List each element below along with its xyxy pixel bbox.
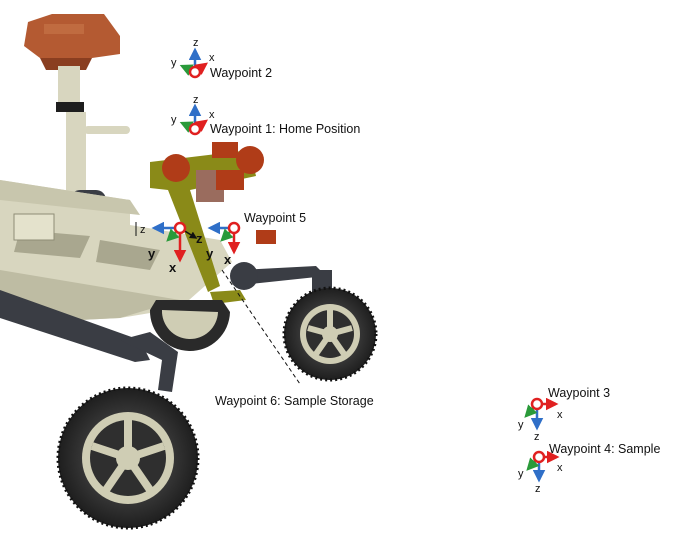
waypoint-6-label: Waypoint 6: Sample Storage — [215, 394, 374, 408]
waypoint-3-axis-x: x — [557, 409, 563, 421]
waypoint-1-label: Waypoint 1: Home Position — [210, 122, 361, 136]
waypoint-1-frame: z x y — [171, 94, 215, 136]
rover-model — [0, 14, 378, 530]
waypoint-4-axis-z: z — [535, 483, 541, 495]
waypoint-2-axis-y: y — [171, 57, 177, 69]
waypoint-3-axis-y: y — [518, 419, 524, 431]
waypoint-5-frame-left: z y x — [135, 221, 198, 275]
waypoint-5-right-axis-z: z — [196, 231, 203, 246]
waypoint-3-axis-z: z — [534, 431, 540, 443]
waypoint-6-leader-line — [221, 269, 301, 385]
waypoint-2-marker — [188, 65, 202, 79]
waypoint-4-label: Waypoint 4: Sample — [549, 442, 661, 456]
rover-suspension — [0, 230, 332, 392]
waypoint-2-frame: z x y — [171, 37, 215, 79]
waypoint-5-left-axis-x: x — [169, 260, 177, 275]
waypoint-5-label: Waypoint 5 — [244, 211, 307, 225]
rover-wheel-front-right — [282, 286, 378, 382]
waypoint-1-marker — [188, 122, 202, 136]
rover-wheel-middle — [149, 300, 230, 352]
waypoint-2-axis-x: x — [209, 52, 215, 64]
waypoint-3-frame: x y z — [518, 397, 563, 443]
rover-robotic-arm — [150, 142, 264, 304]
waypoint-5-marker-left — [173, 221, 187, 235]
waypoint-4-marker — [532, 450, 546, 464]
waypoint-4-frame: x y z — [518, 450, 563, 495]
waypoint-4-axis-x: x — [557, 462, 563, 474]
waypoint-5-right-axis-y: y — [206, 246, 214, 261]
waypoint-5-marker-right — [227, 221, 241, 235]
waypoint-1-axis-x: x — [209, 109, 215, 121]
waypoint-2-label: Waypoint 2 — [210, 66, 273, 80]
waypoint-5-right-axis-x: x — [224, 252, 232, 267]
waypoint-5-left-axis-z: z — [140, 224, 146, 236]
rover-wheel-front-left — [56, 386, 200, 530]
waypoint-5-left-axis-y: y — [148, 246, 156, 261]
waypoint-4-axis-y: y — [518, 468, 524, 480]
waypoint-3-marker — [530, 397, 544, 411]
waypoint-2-axis-z: z — [193, 37, 199, 49]
waypoint-5-frame-right: z y x — [196, 221, 241, 267]
waypoint-1-axis-y: y — [171, 114, 177, 126]
rover-mast-head — [24, 14, 120, 70]
waypoint-3-label: Waypoint 3 — [548, 386, 611, 400]
waypoint-1-axis-z: z — [193, 94, 199, 106]
